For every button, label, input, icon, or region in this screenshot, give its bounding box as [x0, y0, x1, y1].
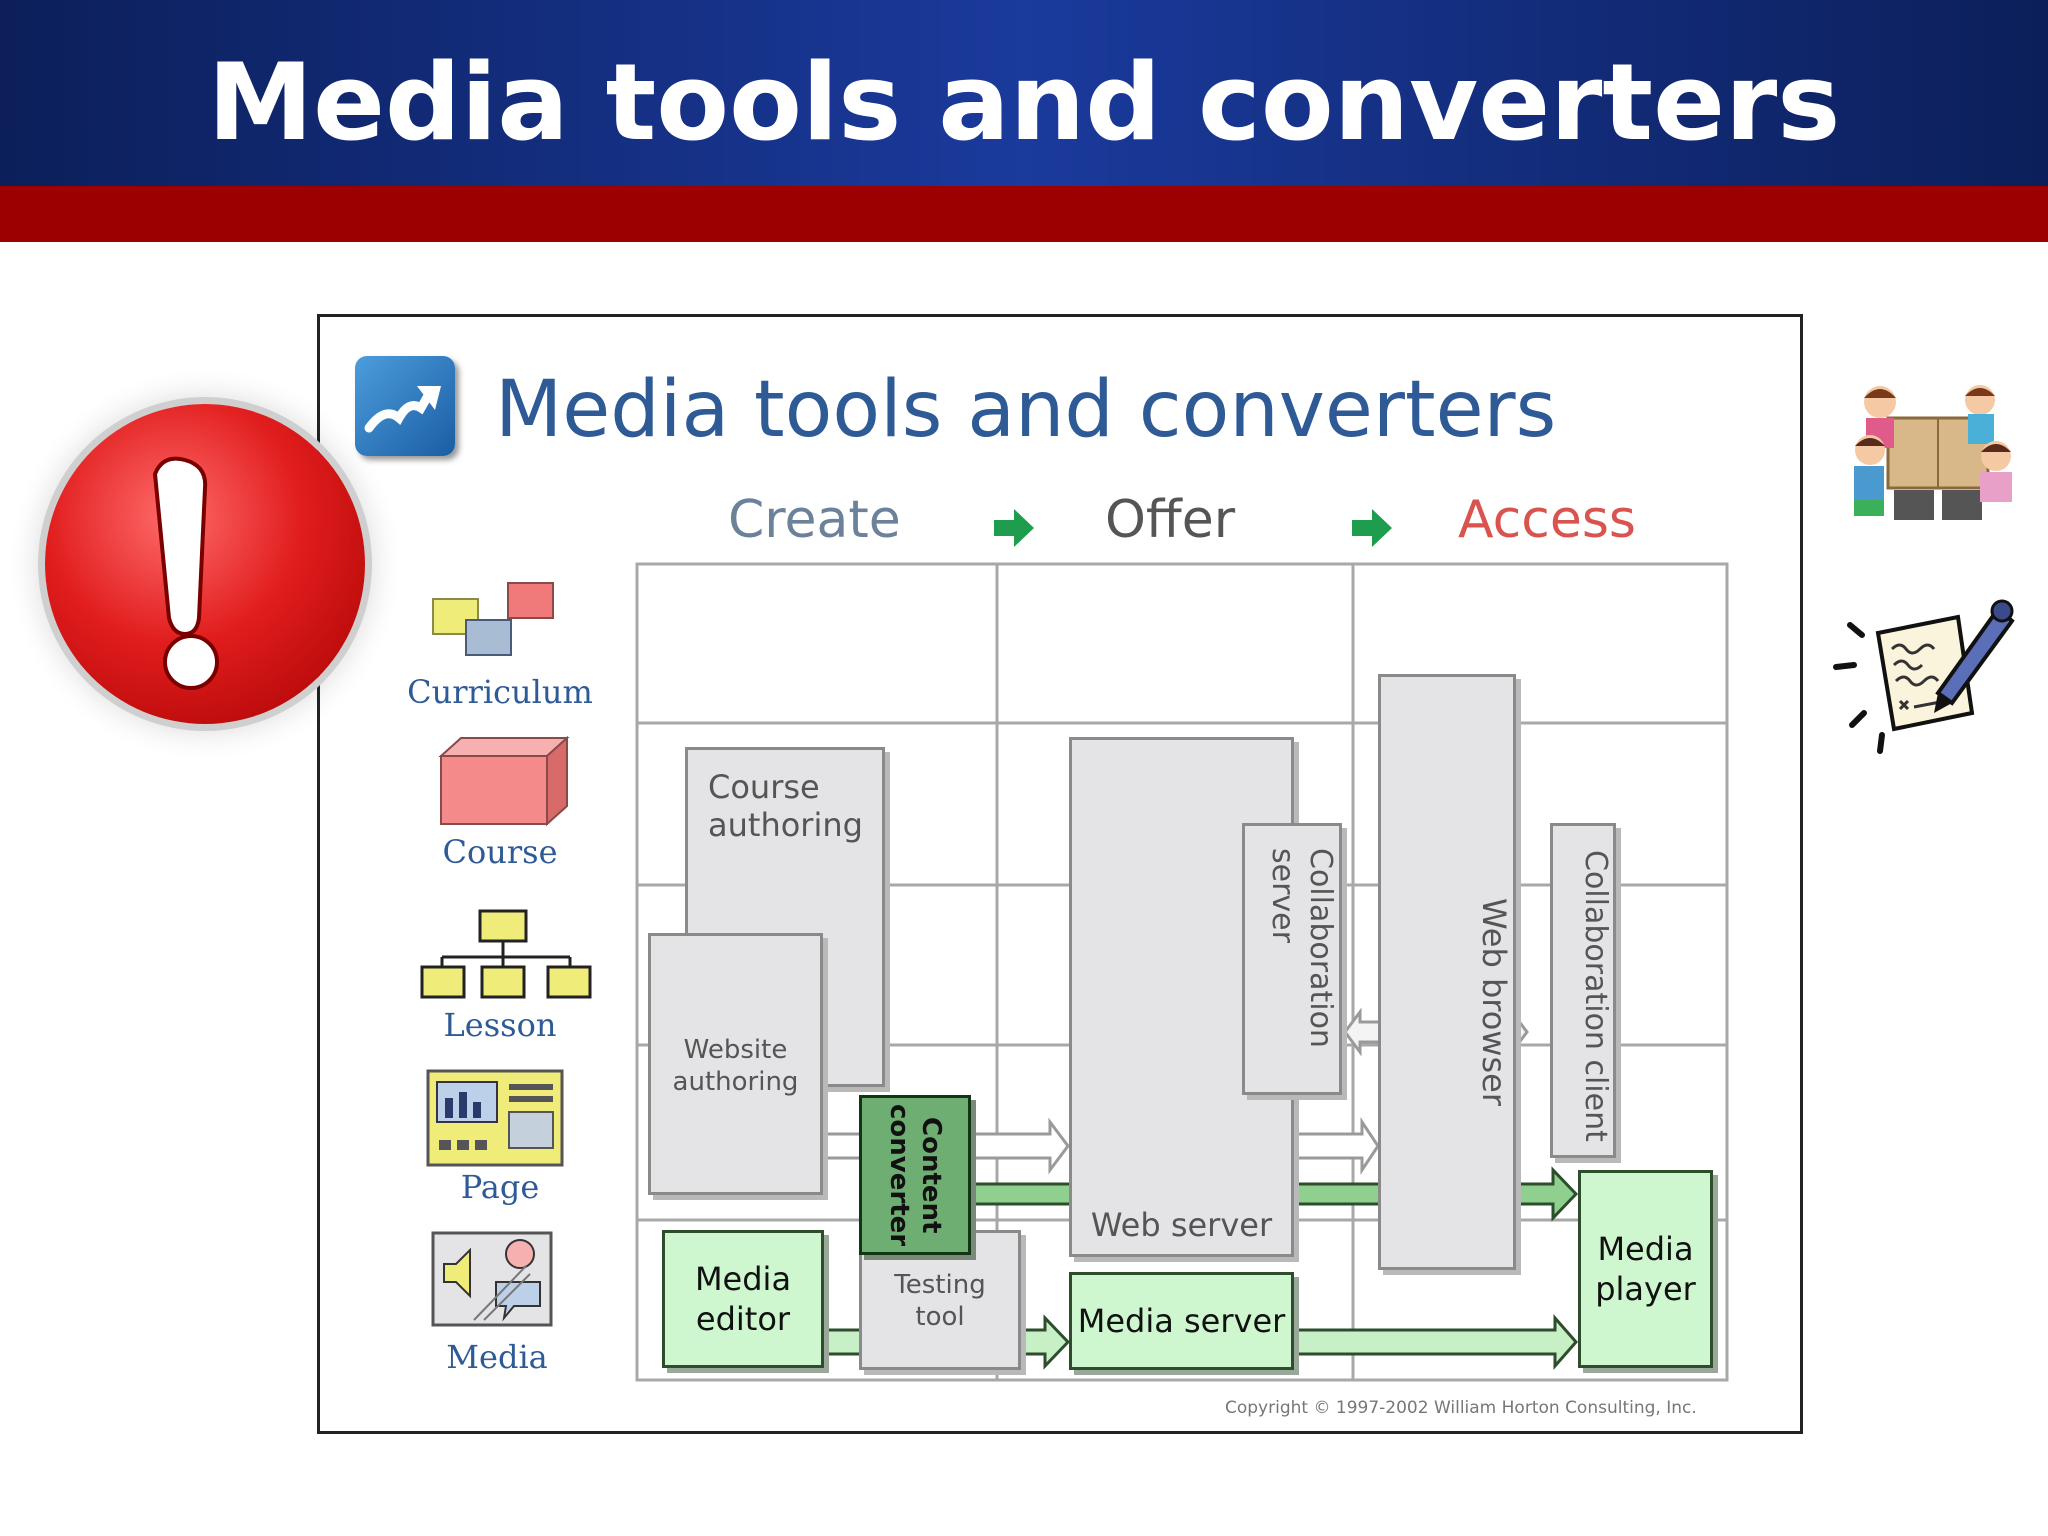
media-player-box: Media player [1578, 1170, 1713, 1368]
horton-logo-icon [355, 356, 455, 456]
page-icon [426, 1069, 564, 1167]
diagram-title: Media tools and converters [495, 365, 1557, 455]
curriculum-icon [432, 582, 554, 656]
column-header-access: Access [1458, 490, 1637, 550]
media-editor-box: Media editor [662, 1230, 824, 1368]
column-header-create: Create [728, 490, 901, 550]
content-converter-box: Content converter [859, 1095, 971, 1255]
header-stripe [0, 186, 2048, 242]
collaboration-server-box: Collaboration server [1242, 823, 1342, 1095]
media-server-box: Media server [1069, 1272, 1294, 1370]
level-label-media: Media [446, 1338, 548, 1376]
pen-writing-icon [1833, 599, 2015, 754]
website-authoring-box: Website authoring [648, 933, 823, 1195]
lesson-icon [420, 909, 592, 999]
slide-title: Media tools and converters [207, 41, 1841, 164]
slide-header: Media tools and converters [0, 0, 2048, 186]
arrow-right-icon [994, 509, 1034, 547]
media-icon [431, 1231, 553, 1327]
course-icon [438, 735, 570, 827]
collaboration-client-box: Collaboration client [1550, 823, 1616, 1158]
level-label-curriculum: Curriculum [407, 673, 593, 711]
level-label-page: Page [460, 1168, 540, 1206]
copyright-notice: Copyright © 1997-2002 William Horton Con… [1225, 1398, 1697, 1418]
arrow-right-icon [1352, 509, 1392, 547]
children-reading-icon [1854, 385, 2012, 520]
web-browser-box: Web browser [1378, 674, 1516, 1270]
column-header-offer: Offer [1105, 490, 1236, 550]
level-label-course: Course [442, 833, 558, 871]
level-label-lesson: Lesson [443, 1006, 557, 1044]
warning-exclamation-icon [45, 404, 365, 724]
